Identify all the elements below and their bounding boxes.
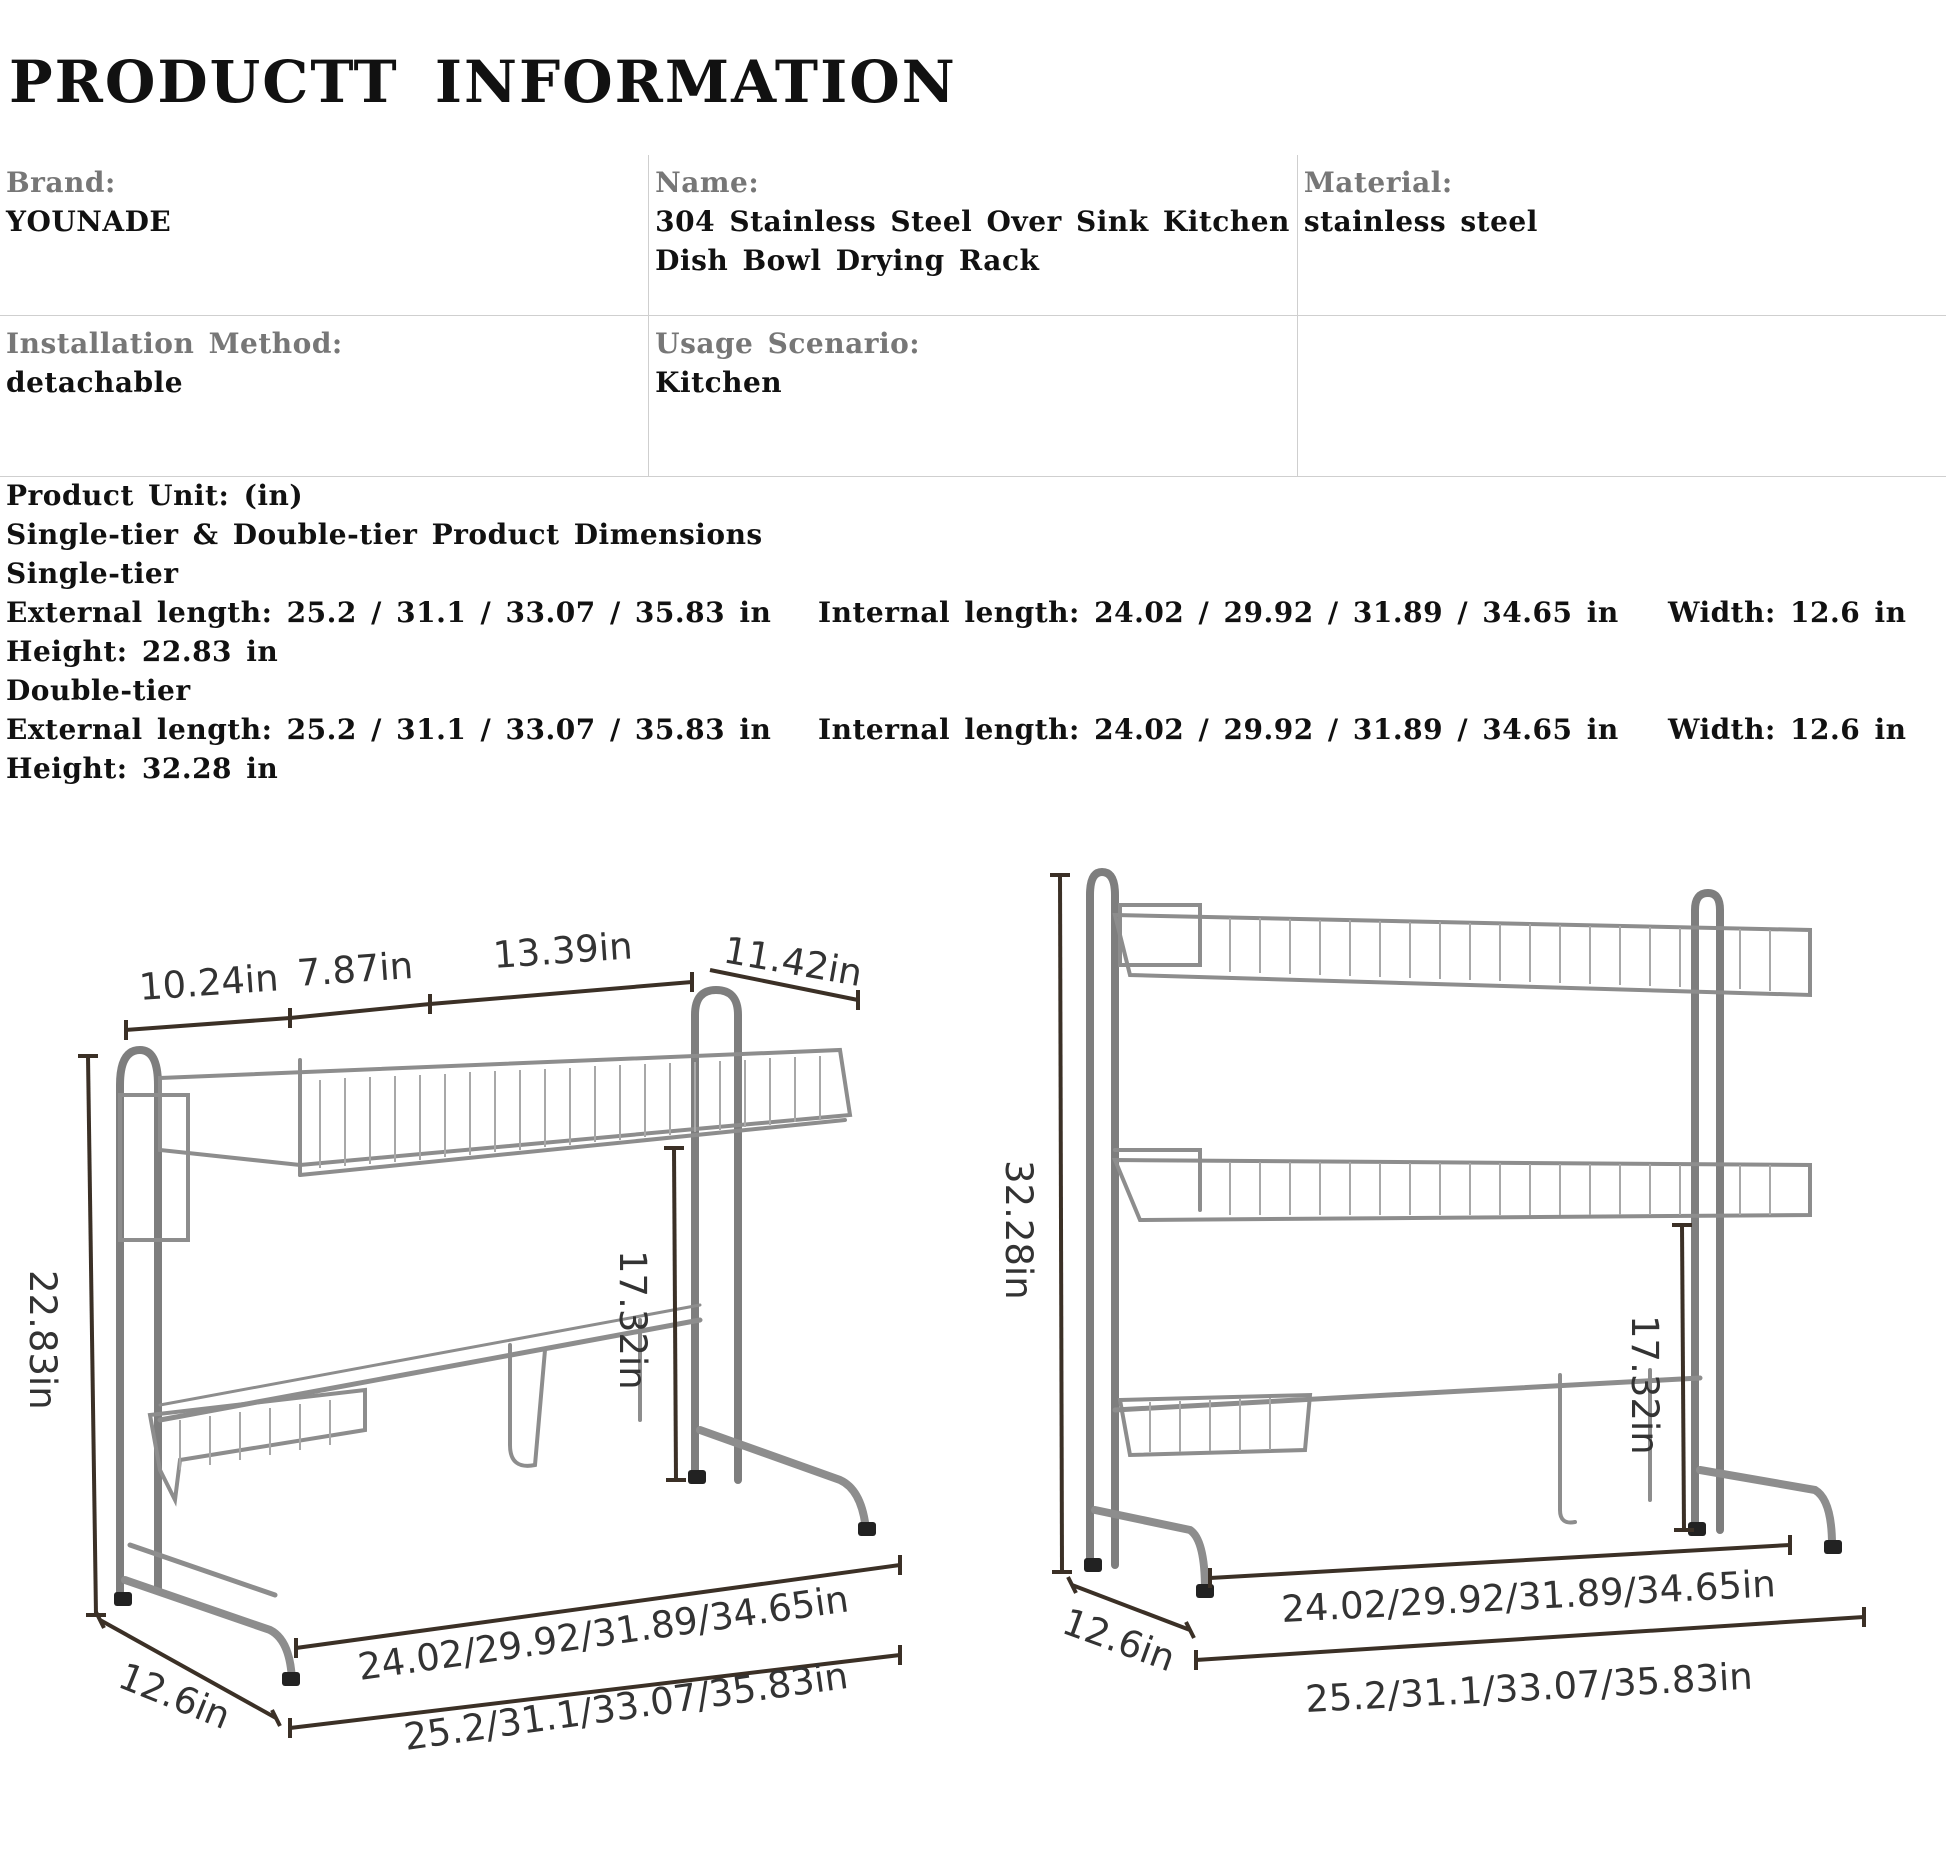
name-label: Name:	[655, 166, 760, 199]
single-tier-title: Single-tier	[6, 557, 179, 590]
single-dim-external: 25.2/31.1/33.07/35.83in	[401, 1654, 850, 1759]
single-rack-frame	[116, 985, 870, 1684]
double-rack-shelf-wires	[1149, 918, 1771, 1452]
double-dim-height: 32.28in	[997, 1160, 1040, 1300]
brand-label: Brand:	[6, 166, 116, 199]
single-external: External length: 25.2 / 31.1 / 33.07 / 3…	[6, 596, 772, 629]
single-tier-lengths: External length: 25.2 / 31.1 / 33.07 / 3…	[6, 593, 1936, 632]
single-dim-internal: 24.02/29.92/31.89/34.65in	[355, 1577, 851, 1688]
dimensions-section: Product Unit: (in) Single-tier & Double-…	[6, 476, 1936, 788]
single-rack-feet	[114, 1470, 876, 1686]
name-value-line1: 304 Stainless Steel Over Sink Kitchen	[655, 205, 1290, 238]
single-rack-basket-wires	[179, 1056, 821, 1470]
single-width: Width: 12.6 in	[1668, 596, 1907, 629]
single-dimension-lines	[78, 968, 902, 1738]
name-cell: Name: 304 Stainless Steel Over Sink Kitc…	[648, 155, 1298, 316]
installation-cell: Installation Method: detachable	[0, 315, 650, 477]
usage-value: Kitchen	[655, 366, 783, 399]
double-dim-clearance: 17.32in	[1623, 1315, 1666, 1455]
unit-line: Product Unit: (in)	[6, 479, 304, 512]
usage-label: Usage Scenario:	[655, 327, 921, 360]
brand-cell: Brand: YOUNADE	[0, 155, 650, 316]
single-dim-clearance: 17.32in	[611, 1250, 654, 1390]
double-width: Width: 12.6 in	[1668, 713, 1907, 746]
double-external: External length: 25.2 / 31.1 / 33.07 / 3…	[6, 713, 772, 746]
single-dim-top4: 11.42in	[720, 929, 865, 996]
double-tier-lengths: External length: 25.2 / 31.1 / 33.07 / 3…	[6, 710, 1936, 749]
double-dim-internal: 24.02/29.92/31.89/34.65in	[1280, 1562, 1776, 1631]
product-info-table: Brand: YOUNADE Name: 304 Stainless Steel…	[0, 155, 1946, 477]
single-dim-top1: 10.24in	[138, 956, 280, 1009]
single-dim-top3: 13.39in	[492, 924, 634, 977]
installation-label: Installation Method:	[6, 327, 343, 360]
single-dim-top2: 7.87in	[296, 944, 415, 995]
double-rack-feet	[1084, 1522, 1842, 1598]
empty-cell	[1297, 315, 1946, 477]
double-internal: Internal length: 24.02 / 29.92 / 31.89 /…	[818, 713, 1619, 746]
info-row: Installation Method: detachable Usage Sc…	[0, 315, 1946, 477]
double-dimension-lines	[1050, 873, 1866, 1670]
page-title: PRODUCTT INFORMATION	[9, 48, 957, 116]
material-cell: Material: stainless steel	[1297, 155, 1946, 316]
double-tier-title: Double-tier	[6, 674, 191, 707]
material-value: stainless steel	[1303, 205, 1538, 238]
single-dim-width: 12.6in	[113, 1654, 237, 1737]
single-internal: Internal length: 24.02 / 29.92 / 31.89 /…	[818, 596, 1619, 629]
dimensions-heading: Single-tier & Double-tier Product Dimens…	[6, 518, 763, 551]
single-height: Height: 22.83 in	[6, 635, 279, 668]
info-row: Brand: YOUNADE Name: 304 Stainless Steel…	[0, 155, 1946, 316]
double-dim-width: 12.6in	[1057, 1600, 1181, 1680]
name-value-line2: Dish Bowl Drying Rack	[655, 244, 1040, 277]
brand-value: YOUNADE	[6, 205, 172, 238]
usage-cell: Usage Scenario: Kitchen	[648, 315, 1298, 477]
installation-value: detachable	[6, 366, 184, 399]
double-rack-frame	[1086, 867, 1836, 1594]
single-dim-height: 22.83in	[21, 1270, 64, 1410]
material-label: Material:	[1303, 166, 1453, 199]
double-height: Height: 32.28 in	[6, 752, 279, 785]
double-dim-external: 25.2/31.1/33.07/35.83in	[1304, 1655, 1753, 1721]
